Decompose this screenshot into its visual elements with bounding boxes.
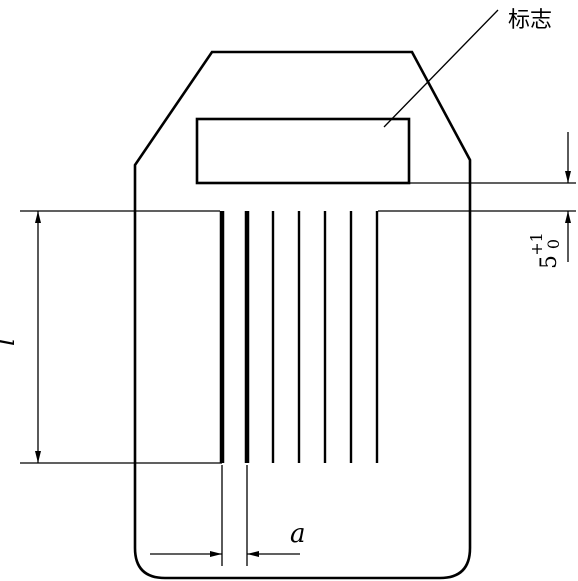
marking-leader-line [383,9,499,128]
marking-box [195,117,411,185]
tolerance-lower: 0 [544,239,563,249]
length-label: l [0,338,21,346]
specimen-outline [133,50,472,580]
marking-label: 标志 [508,8,552,33]
spacing-label: a [290,519,306,549]
tolerance-nominal: 5 [537,255,562,269]
tolerance-label: 5 +1 0 [527,232,563,269]
tolerance-upper: +1 [527,232,546,256]
